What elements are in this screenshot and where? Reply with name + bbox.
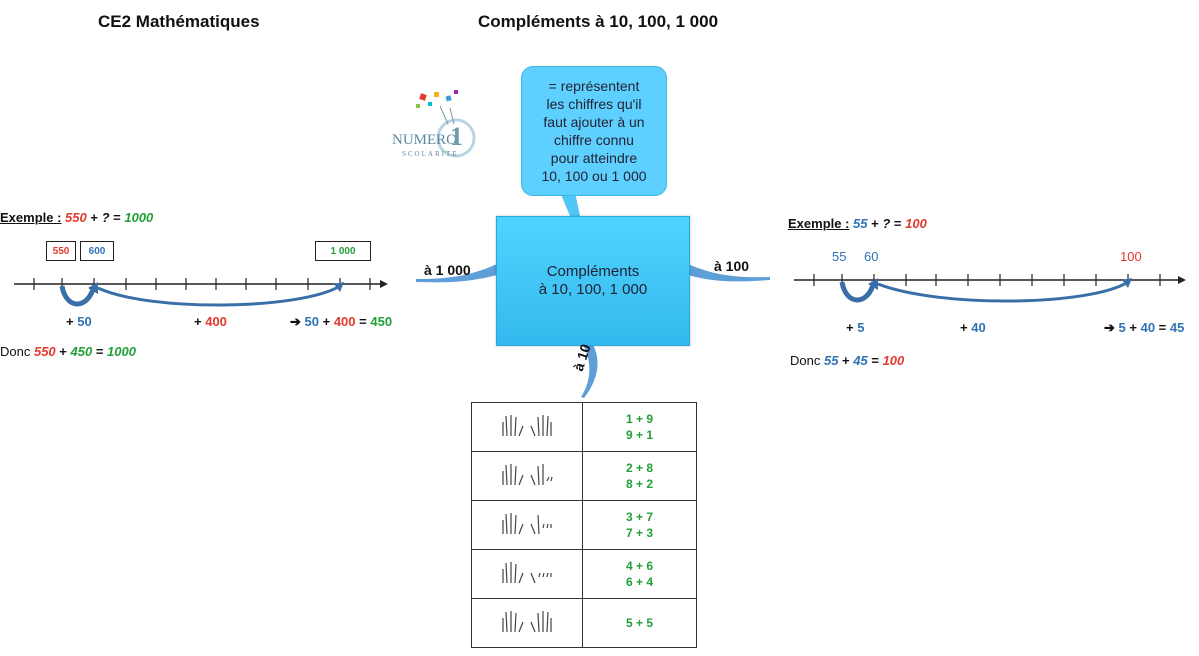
logo-graphic [416,90,476,158]
callout-line: pour atteindre [550,150,638,166]
right-tick-55: 55 [832,249,847,264]
eq-result: 100 [905,216,927,231]
central-topic-line2: à 10, 100, 1 000 [538,281,648,298]
right-jump2-label: + 40 [960,320,986,335]
logo-digit: 1 [450,122,463,151]
hands-cell [471,451,583,501]
two-hands-icon [502,512,552,534]
left-box-1000: 1 000 [315,241,371,261]
right-tick-60: 60 [864,249,879,264]
callout-line: faut ajouter à un [543,114,645,130]
example-label: Exemple : [788,216,850,231]
left-number-line [14,278,388,307]
branch-right-connector [688,264,770,282]
two-hands-icon [502,561,552,583]
left-jump2-label: + 400 [194,314,227,329]
table-row: 5 + 5 [471,598,697,648]
eq-unknown: ? [101,210,110,225]
branch-bottom-connector [581,343,598,398]
right-sum: ➔ 5 + 40 = 45 [1104,320,1185,335]
two-hands-icon [502,610,552,632]
branch-left-connector [416,264,497,283]
right-jump1-label: + 5 [846,320,865,335]
eq-plus: + [867,216,883,231]
sum-cell: 5 + 5 [582,598,697,648]
hands-cell [471,549,583,599]
right-example-equation: Exemple : 55 + ? = 100 [788,216,927,231]
logo-subword: SCOLARITE [402,150,459,158]
left-sum: ➔ 50 + 400 = 450 [290,314,393,329]
branch-label-left[interactable]: à 1 000 [424,262,471,278]
hands-cell [471,598,583,648]
left-jump1-label: + 50 [66,314,92,329]
eq-unknown: ? [882,216,891,231]
central-topic[interactable]: Compléments à 10, 100, 1 000 [496,216,690,346]
left-example-equation: Exemple : 550 + ? = 1000 [0,210,153,225]
eq-equals: = [109,210,125,225]
left-box-550: 550 [46,241,76,261]
callout-line: les chiffres qu'il [546,96,642,112]
arrow-icon: ➔ [290,314,301,329]
page-title-left: CE2 Mathématiques [98,12,260,31]
two-hands-icon [502,414,552,436]
right-conclusion: Donc 55 + 45 = 100 [790,353,905,368]
eq-plus: + [86,210,102,225]
hands-cell [471,500,583,550]
numero1-logo: NUMERO 1 SCOLARITE [390,88,482,164]
eq-term-a: 55 [853,216,868,231]
central-topic-line1: Compléments [546,263,640,280]
logo-word: NUMERO [392,132,458,148]
right-number-line [794,274,1186,303]
eq-result: 1000 [124,210,154,225]
callout-line: = représentent [548,78,640,94]
eq-equals: = [890,216,906,231]
left-box-600: 600 [80,241,114,261]
callout-tail [560,192,580,216]
example-label: Exemple : [0,210,62,225]
page-title-center: Compléments à 10, 100, 1 000 [478,12,719,31]
hands-cell [471,402,583,452]
callout-line: 10, 100 ou 1 000 [541,168,647,184]
eq-term-a: 550 [65,210,87,225]
left-conclusion: Donc 550 + 450 = 1000 [0,344,136,359]
definition-callout: = représentent les chiffres qu'il faut a… [521,66,667,196]
arrow-icon: ➔ [1104,320,1115,335]
branch-label-right[interactable]: à 100 [714,258,750,274]
two-hands-icon [502,463,553,485]
right-tick-100: 100 [1120,249,1142,264]
callout-line: chiffre connu [554,132,634,148]
